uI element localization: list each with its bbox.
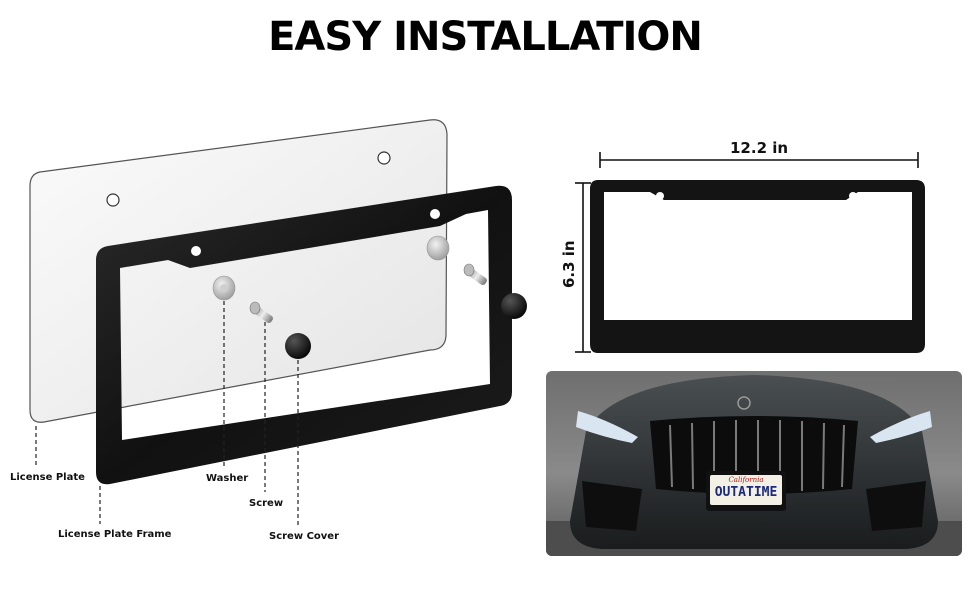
label-screw-cover: Screw Cover [269, 531, 340, 542]
license-plate-frame-front [590, 180, 925, 353]
frame-hole-right [430, 209, 440, 219]
label-license-plate: License Plate [10, 472, 85, 483]
label-washer: Washer [206, 473, 249, 484]
frame-hole-left [191, 246, 201, 256]
screw-icon-right [463, 263, 487, 285]
washer-icon-right [426, 235, 450, 261]
screw-icon [249, 301, 273, 323]
license-plate-sheet [29, 119, 448, 423]
screw-cover-icon-right [501, 293, 527, 319]
label-license-plate-frame: License Plate Frame [58, 529, 172, 540]
car-photo: California OUTATIME [546, 371, 962, 556]
front-frame-hole-left [656, 192, 664, 200]
plate-hole-left [106, 193, 120, 207]
page-title: EASY INSTALLATION [268, 14, 703, 60]
dimension-width: 12.2 in [730, 139, 789, 157]
screw-cover-icon [285, 333, 311, 359]
plate-number-text: OUTATIME [714, 485, 778, 500]
headlight-left-icon [576, 411, 638, 443]
plate-hole-right [377, 151, 391, 165]
grille [650, 416, 858, 494]
dimension-height: 6.3 in [560, 240, 578, 288]
plate-state-text: California [728, 476, 764, 484]
headlight-right-icon [870, 411, 932, 443]
front-frame-hole-right [849, 192, 857, 200]
label-screw: Screw [249, 498, 284, 509]
license-plate-frame [96, 185, 512, 485]
emblem-icon [737, 396, 751, 410]
